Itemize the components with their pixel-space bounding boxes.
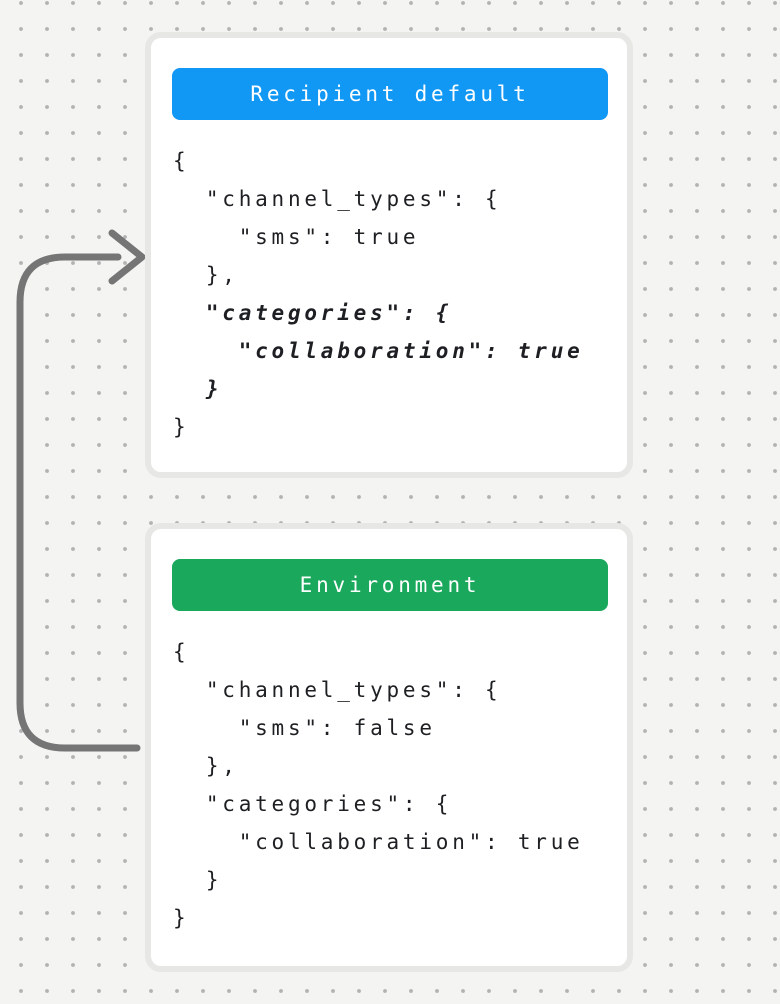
flow-arrow	[16, 229, 146, 752]
arrow-shaft	[16, 253, 141, 752]
code-line: {	[173, 640, 190, 664]
code-line: },	[173, 263, 239, 287]
card-title-label: Recipient default	[250, 82, 530, 106]
recipient-default-title-badge: Recipient default	[172, 68, 608, 120]
code-line: "sms": false	[173, 716, 436, 740]
code-line: }	[173, 868, 223, 892]
code-line: "categories": {	[173, 792, 453, 816]
code-line: }	[173, 906, 190, 930]
environment-card: Environment { "channel_types": { "sms": …	[145, 523, 633, 972]
recipient-default-card: Recipient default { "channel_types": { "…	[145, 32, 633, 478]
code-line: }	[173, 377, 223, 401]
arrowhead-icon	[108, 229, 146, 285]
code-line: "channel_types": {	[173, 187, 502, 211]
code-line: "categories": {	[173, 301, 453, 325]
code-line: "sms": true	[173, 225, 420, 249]
environment-title-badge: Environment	[172, 559, 608, 611]
code-block: { "channel_types": { "sms": false }, "ca…	[173, 633, 627, 937]
code-block: { "channel_types": { "sms": true }, "cat…	[173, 142, 627, 446]
code-line: "collaboration": true	[173, 339, 584, 363]
card-title-label: Environment	[299, 573, 481, 597]
code-line: },	[173, 754, 239, 778]
code-line: "channel_types": {	[173, 678, 502, 702]
code-line: "collaboration": true	[173, 830, 584, 854]
code-line: }	[173, 415, 190, 439]
code-line: {	[173, 149, 190, 173]
